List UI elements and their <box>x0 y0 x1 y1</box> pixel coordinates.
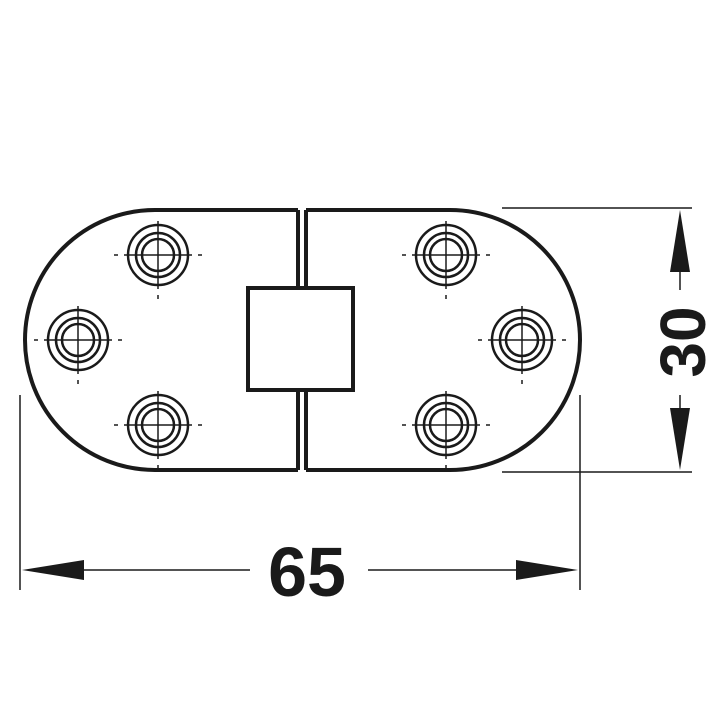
screw-hole-icon <box>112 219 204 301</box>
height-dimension: 30 <box>502 207 719 473</box>
width-arrow-right-icon <box>516 560 578 580</box>
width-dimension: 65 <box>19 395 581 611</box>
height-arrow-top-icon <box>670 210 690 272</box>
screw-hole-icon <box>476 304 568 386</box>
width-dimension-label: 65 <box>268 533 346 611</box>
width-arrow-left-icon <box>22 560 84 580</box>
height-arrow-bottom-icon <box>670 408 690 470</box>
screw-hole-icon <box>112 389 204 471</box>
screw-hole-icon <box>32 304 124 386</box>
knuckle-block <box>246 286 355 392</box>
right-leaf-outline <box>306 208 582 472</box>
left-leaf-outline <box>23 208 298 472</box>
screw-hole-icon <box>400 389 492 471</box>
height-dimension-label: 30 <box>647 306 719 377</box>
hinge-body <box>23 208 582 472</box>
screw-hole-icon <box>400 219 492 301</box>
